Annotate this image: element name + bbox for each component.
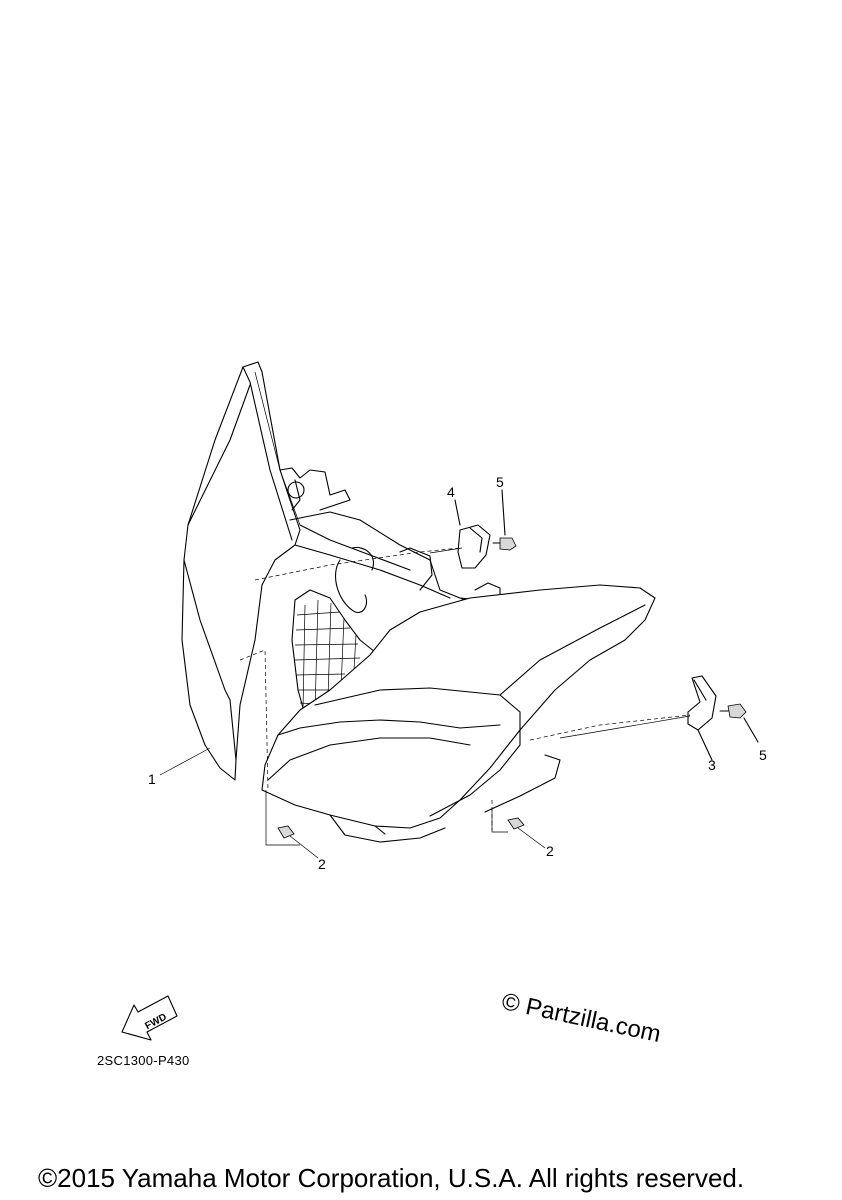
callout-5-upper: 5 (496, 474, 504, 490)
headlight-lower-housing (261, 584, 656, 843)
assembly-guide-lines (239, 547, 691, 846)
callout-3: 3 (708, 757, 716, 773)
part-2-clip-right (507, 817, 525, 830)
callout-1: 1 (148, 771, 156, 787)
part-3-bracket (687, 675, 717, 761)
part-5-screw-right (719, 703, 759, 743)
callout-2-right: 2 (546, 843, 554, 859)
callout-2-left: 2 (318, 856, 326, 872)
part-5-screw-upper (492, 489, 517, 551)
copyright-notice: ©2015 Yamaha Motor Corporation, U.S.A. A… (38, 1163, 745, 1193)
callout-5-right: 5 (759, 747, 767, 763)
part-4-bracket (454, 499, 491, 569)
callout-4: 4 (447, 484, 455, 500)
leader-lines (159, 747, 546, 859)
headlight-cowl (181, 361, 301, 781)
part-2-clip-left (277, 825, 295, 839)
diagram-part-code: 2SC1300-P430 (97, 1053, 190, 1068)
fwd-arrow-icon: FWD (121, 995, 178, 1041)
